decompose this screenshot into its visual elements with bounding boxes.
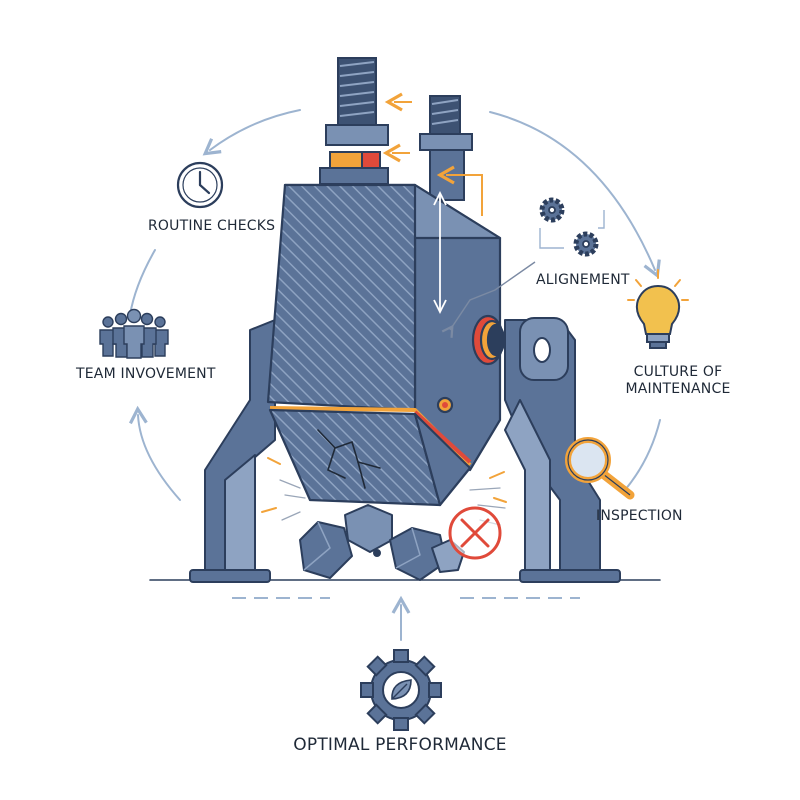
label-culture-line2: MAINTENANCE xyxy=(625,381,731,397)
label-alignment: ALIGNEMENT xyxy=(536,272,630,288)
magnifier-icon xyxy=(565,437,635,500)
gears-icon xyxy=(539,197,605,257)
label-culture-of-maintenance: CULTURE OF MAINTENANCE xyxy=(612,364,744,398)
lightbulb-icon xyxy=(627,269,689,349)
team-people-icon xyxy=(99,308,169,359)
cycle-arrow-top-right xyxy=(489,111,661,279)
cycle-arrow-right-mid xyxy=(624,419,661,491)
bolt-right xyxy=(419,95,473,201)
clock-icon xyxy=(176,161,224,209)
adjust-arrows xyxy=(382,92,483,216)
label-culture-line1: CULTURE OF xyxy=(633,364,723,380)
impact-lines xyxy=(261,457,507,513)
label-optimal-performance: OPTIMAL PERFORMANCE xyxy=(293,735,507,755)
cycle-arrow-left-lower xyxy=(128,405,181,501)
gear-leaf-icon xyxy=(360,649,442,731)
cross-circle-icon xyxy=(448,506,502,560)
alignment-guide xyxy=(433,190,447,315)
machine-frame xyxy=(189,317,621,583)
label-inspection: INSPECTION xyxy=(596,508,683,524)
block-front xyxy=(266,183,417,412)
bolt-left xyxy=(319,57,389,185)
cracks xyxy=(317,429,381,489)
alignment-leader xyxy=(441,261,536,338)
cycle-arrow-left-upper xyxy=(129,249,156,316)
rubble xyxy=(299,504,465,581)
block-wedge xyxy=(268,408,442,507)
crusher-block xyxy=(266,183,506,507)
cycle-arrows xyxy=(128,109,661,641)
label-team-involvement: TEAM INVOVEMENT xyxy=(76,366,216,382)
cycle-arrow-top-left xyxy=(202,109,301,156)
label-routine-checks: ROUTINE CHECKS xyxy=(148,218,276,234)
